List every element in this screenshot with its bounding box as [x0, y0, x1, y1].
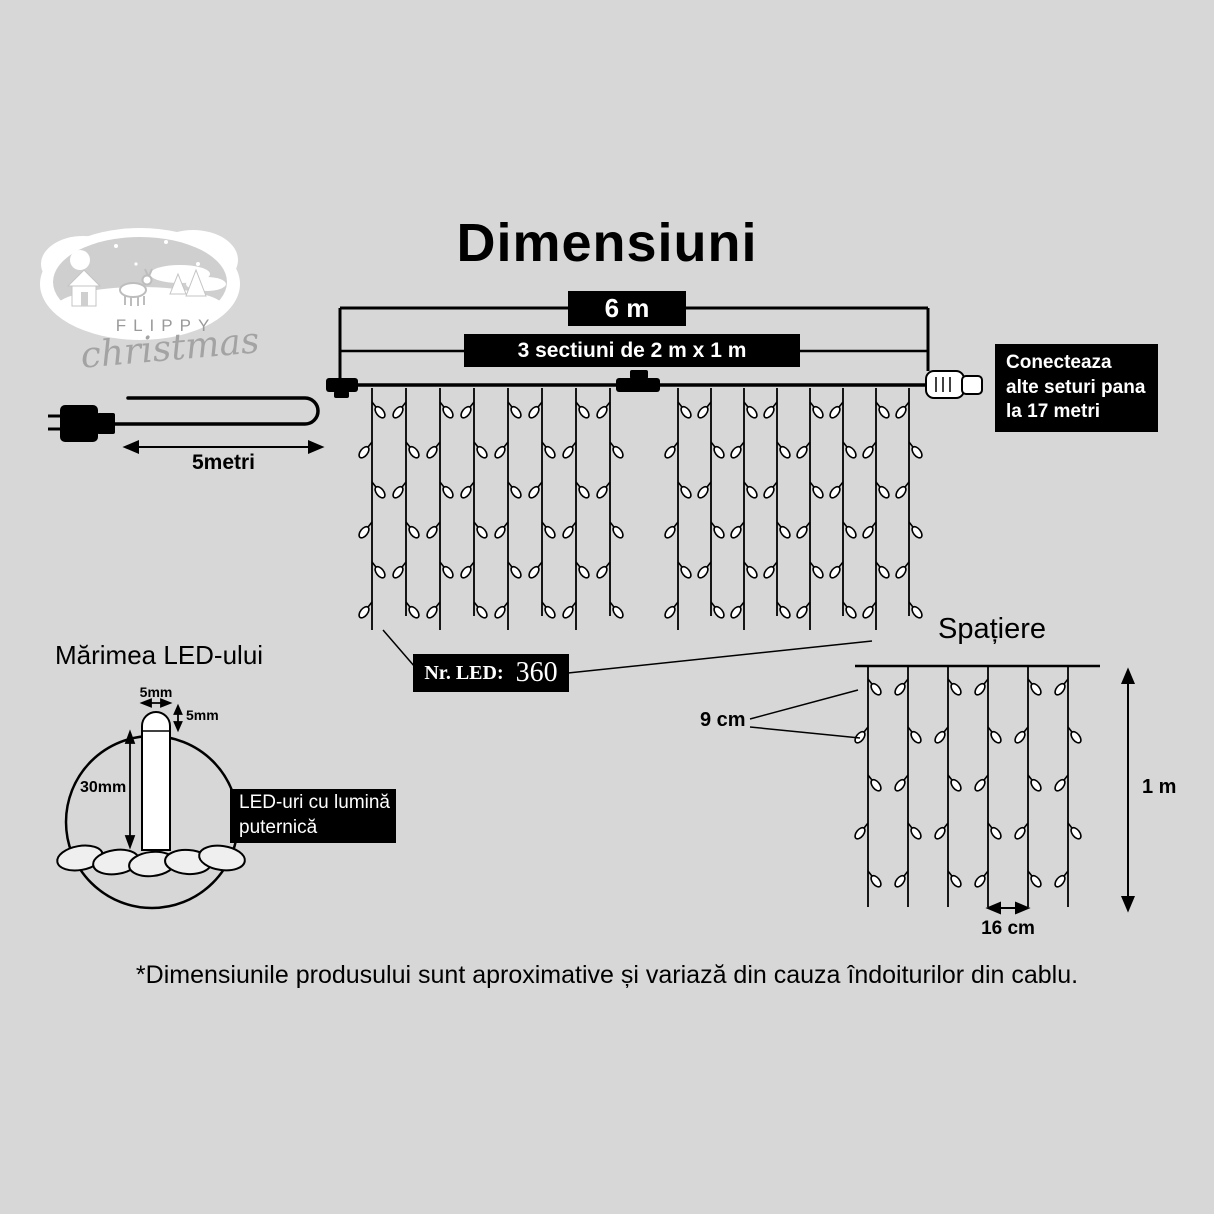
led-count-value: 360: [515, 657, 558, 688]
led-dimension-arrows: [124, 698, 183, 850]
led-size-diagram: [56, 698, 246, 910]
curtain-spacing-diagram: [854, 667, 1082, 907]
led-count-pointers: [382, 629, 873, 674]
led-size-title: Mărimea LED-ului: [55, 640, 264, 670]
wire-twist: [56, 844, 246, 878]
gap-16cm-arrow: [985, 901, 1031, 915]
page-title: Dimensiuni: [456, 213, 758, 273]
tree-icon: [169, 272, 187, 295]
gap-9cm-pointers: [749, 689, 861, 739]
spacing-title: Spațiere: [938, 613, 1047, 645]
sections-value: 3 sectiuni de 2 m x 1 m: [517, 338, 747, 362]
logo-brand-top: FLIPPY: [115, 316, 217, 335]
led-note-line: LED-uri cu lumină: [239, 792, 390, 814]
led-height-label: 30mm: [80, 779, 127, 796]
led-note-line: puternică: [239, 817, 318, 838]
lead-cable: [112, 396, 320, 426]
connect-note-line: Conecteaza: [1006, 351, 1112, 373]
power-adapter-icon: [48, 405, 115, 442]
led-cap-label: 5mm: [186, 707, 219, 723]
end-plug-icon: [925, 370, 983, 399]
led-note-badge: LED-uri cu lumină puternică: [230, 789, 396, 843]
connect-note-badge: Conecteaza alte seturi pana la 17 metri: [995, 344, 1158, 432]
connect-note-line: alte seturi pana: [1006, 376, 1146, 398]
curtain-height-label: 1 m: [1142, 776, 1177, 798]
led-count-label: Nr. LED:: [424, 661, 504, 684]
tree-icon: [185, 268, 207, 297]
connect-note-line: la 17 metri: [1006, 401, 1100, 423]
deer-icon: [119, 268, 153, 306]
led-bulb-icon: [141, 711, 171, 851]
lead-cable-label: 5metri: [191, 451, 256, 474]
lead-length-arrow: [122, 439, 325, 455]
sections-badge: 3 sectiuni de 2 m x 1 m: [464, 334, 800, 367]
vertical-gap-label: 9 cm: [700, 709, 746, 731]
total-length-value: 6 m: [604, 293, 650, 323]
rail-connector-middle: [616, 370, 660, 392]
led-width-label: 5mm: [139, 684, 173, 700]
curtain-panel-left: [358, 388, 624, 630]
disclaimer-text: *Dimensiunile produsului sunt aproximati…: [135, 961, 1079, 989]
rail-connector-left: [326, 378, 358, 398]
height-1m-arrow: [1120, 667, 1136, 913]
logo-scene: [40, 228, 240, 340]
led-count-badge: Nr. LED: 360: [413, 654, 569, 692]
horizontal-gap-label: 16 cm: [981, 918, 1035, 939]
curtain-panel-right: [664, 388, 923, 630]
total-length-badge: 6 m: [568, 291, 686, 326]
moon-icon: [70, 250, 90, 270]
